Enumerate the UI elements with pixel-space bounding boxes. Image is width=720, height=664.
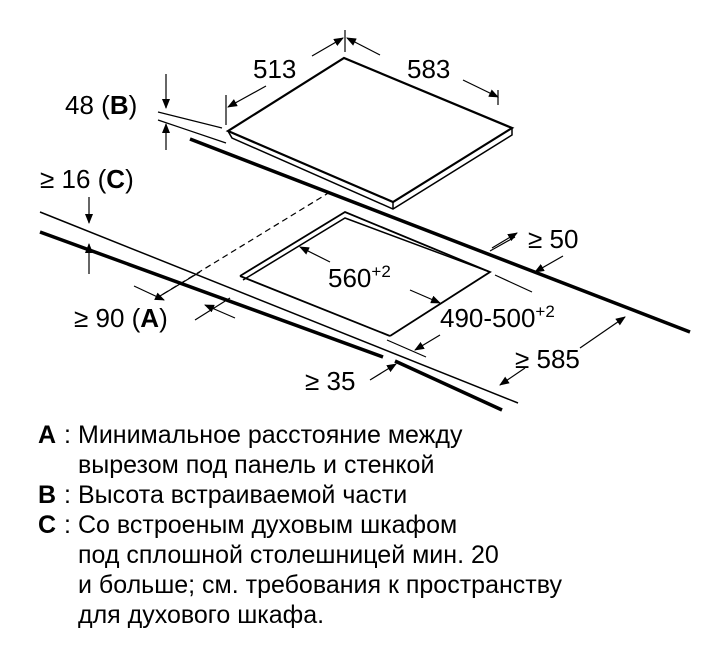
legend-key: A — [38, 421, 57, 449]
cutout-width-label: 560+2 — [328, 262, 391, 293]
b-height-label: 48 (B) — [65, 90, 137, 120]
installation-diagram: 513 583 48 (B) ≥ 16 (C) 560+2 ≥ 50 ≥ 90 … — [39, 30, 691, 412]
hob-width-label: 583 — [407, 54, 450, 84]
worktop-depth-label: ≥ 585 — [515, 344, 580, 374]
back-clearance-label: ≥ 50 — [528, 224, 578, 254]
legend-key: B — [38, 481, 57, 509]
worktop-lines — [39, 111, 691, 412]
legend-item-b: B: Высота встраиваемой части — [38, 481, 408, 509]
front-clearance-label: ≥ 35 — [305, 366, 355, 396]
hob-outline — [225, 56, 515, 210]
legend-key: C — [38, 511, 57, 539]
dimension-lines — [85, 30, 626, 386]
c-gap-label: ≥ 16 (C) — [40, 164, 134, 194]
hob-depth-label: 513 — [253, 54, 296, 84]
legend-text: Высота встраиваемой части — [78, 481, 408, 509]
a-gap-label: ≥ 90 (A) — [74, 303, 168, 333]
cutout-depth-label: 490-500+2 — [440, 302, 555, 333]
